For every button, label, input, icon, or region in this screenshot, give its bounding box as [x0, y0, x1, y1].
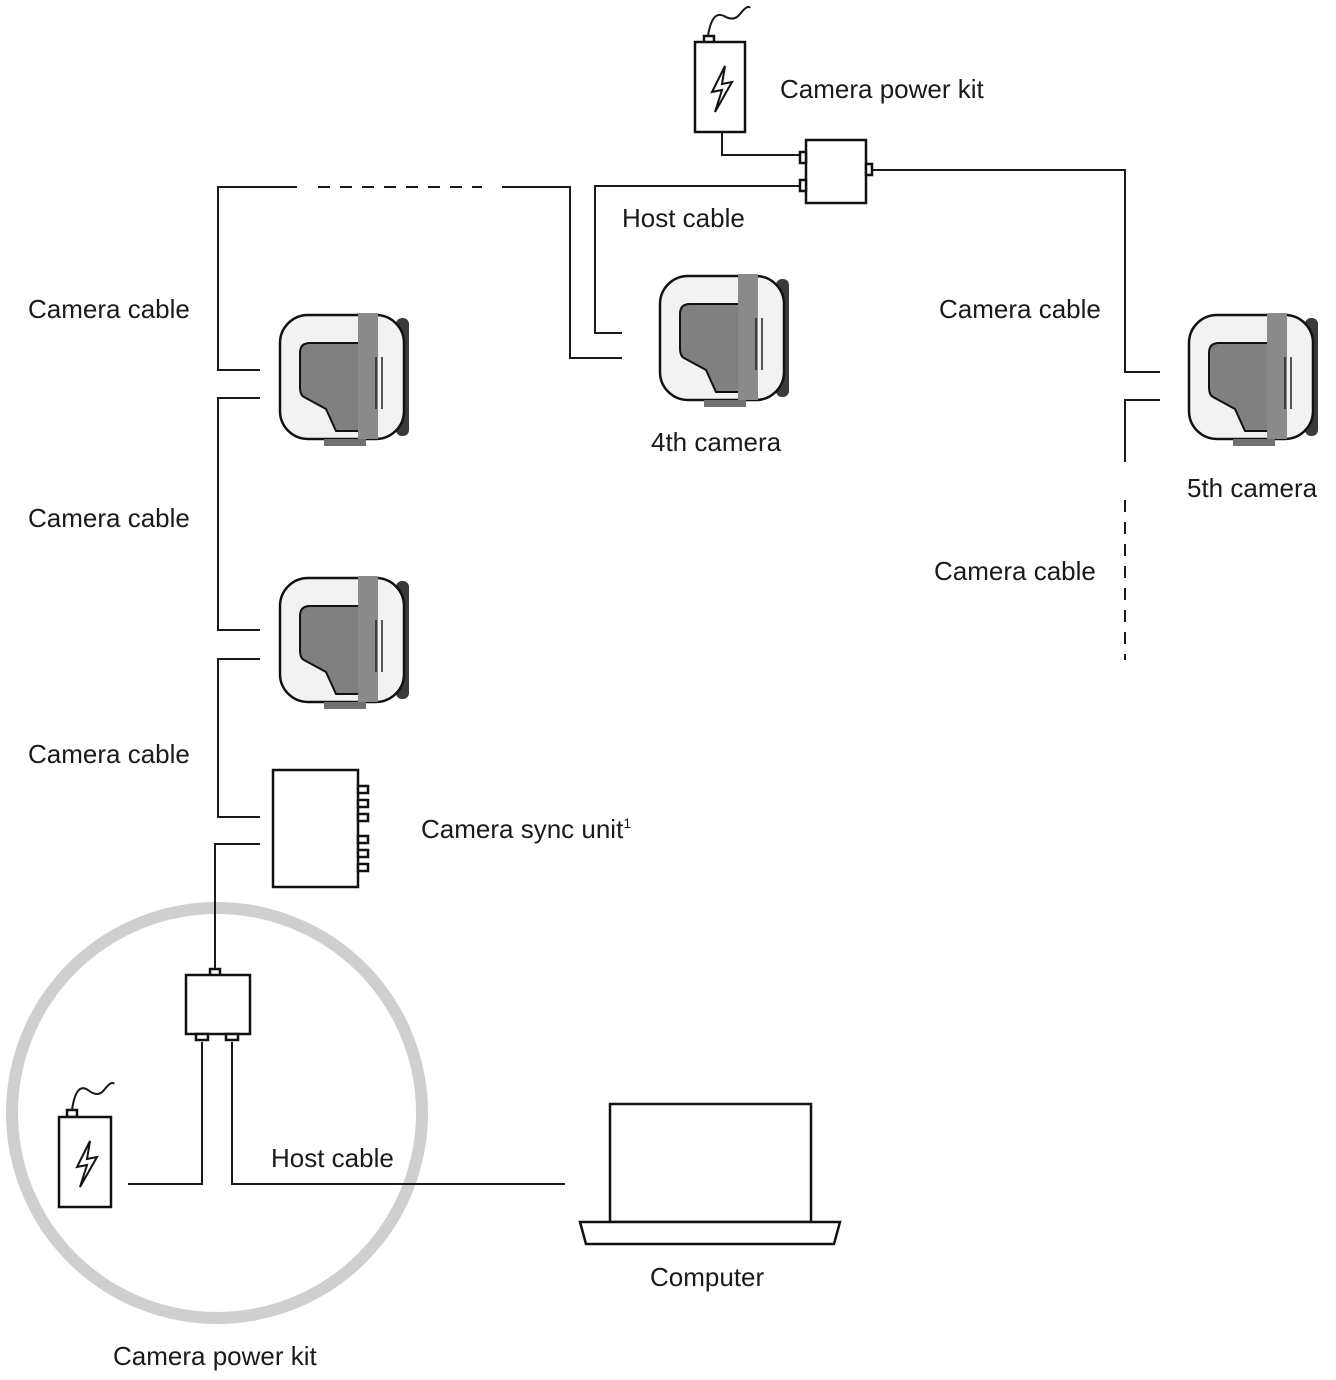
power-supply-bottom [57, 1081, 115, 1209]
label-sync-unit: Camera sync unit1 [421, 814, 631, 844]
label-power-kit-top: Camera power kit [780, 74, 985, 104]
hub-bottom [184, 967, 252, 1042]
power-supply-icon [57, 1115, 113, 1209]
power-supply-icon [693, 40, 747, 134]
hub-icon [804, 138, 868, 205]
label-host-cable-top: Host cable [622, 203, 745, 233]
label-camera-cable-5: Camera cable [934, 556, 1096, 586]
label-host-cable-bottom: Host cable [271, 1143, 394, 1173]
laptop-base [578, 1220, 842, 1246]
power-supply-top [693, 5, 751, 134]
laptop-icon [608, 1102, 813, 1224]
highlight-circle [6, 902, 428, 1324]
hub-icon [184, 973, 252, 1036]
lightning-icon [710, 65, 734, 113]
label-camera-5: 5th camera [1187, 473, 1318, 503]
camera-4 [658, 272, 791, 409]
label-camera-cable-3: Camera cable [28, 739, 190, 769]
label-camera-cable-4: Camera cable [939, 294, 1101, 324]
label-camera-4: 4th camera [651, 427, 782, 457]
cable-lines [128, 133, 1160, 1185]
label-camera-cable-2: Camera cable [28, 503, 190, 533]
computer [578, 1102, 842, 1246]
camera-1 [278, 311, 411, 448]
camera-2 [278, 574, 411, 711]
hub-top [798, 138, 874, 205]
lightning-icon [75, 1140, 99, 1188]
sync-unit-icon [271, 768, 360, 889]
sync-unit [271, 768, 370, 889]
camera-5 [1187, 311, 1320, 448]
label-power-kit-bottom: Camera power kit [113, 1341, 318, 1371]
label-camera-cable-1: Camera cable [28, 294, 190, 324]
footnote-marker: 1 [623, 815, 631, 831]
label-computer: Computer [650, 1262, 764, 1292]
